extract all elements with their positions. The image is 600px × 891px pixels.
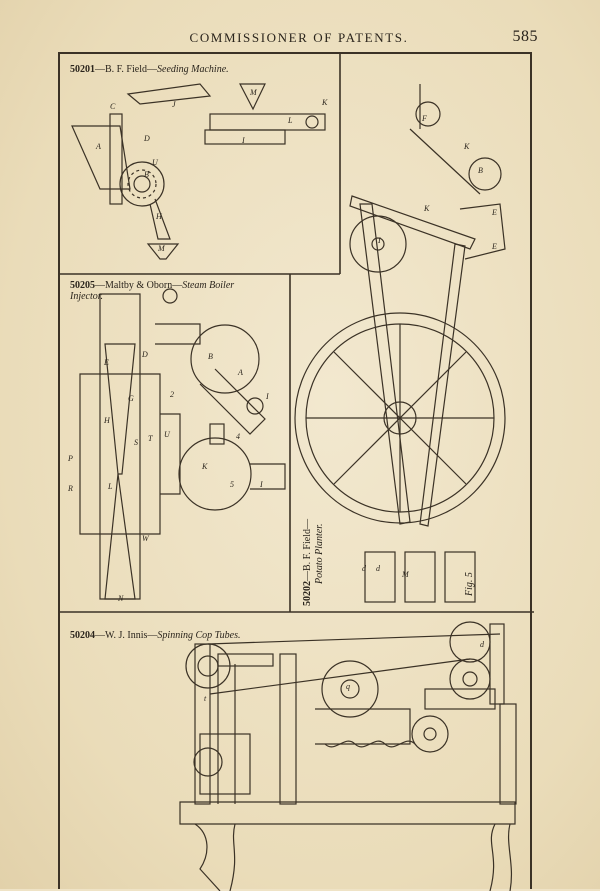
plate-drawings bbox=[60, 54, 534, 891]
steam-injector-drawing bbox=[79, 288, 286, 600]
potato-planter-drawing bbox=[294, 84, 506, 603]
seeding-machine-drawing bbox=[71, 83, 326, 260]
caption-50202: 50202—B. F. Field— bbox=[302, 519, 313, 606]
caption-50205: 50205—Maltby & Oborn—Steam Boiler Inject… bbox=[70, 280, 235, 302]
page-number: 585 bbox=[512, 28, 538, 45]
patent-plate: 50201—B. F. Field—Seeding Machine. 50205… bbox=[58, 52, 534, 891]
caption-50202-title: Potato Planter. bbox=[314, 523, 325, 584]
cop-tubes-drawing bbox=[179, 621, 517, 891]
fig5-label: Fig. 5 bbox=[464, 572, 475, 596]
page-header: COMMISSIONER OF PATENTS. 585 bbox=[60, 28, 538, 48]
caption-50204: 50204—W. J. Innis—Spinning Cop Tubes. bbox=[70, 630, 241, 641]
caption-50201: 50201—B. F. Field—Seeding Machine. bbox=[70, 64, 229, 75]
running-head: COMMISSIONER OF PATENTS. bbox=[189, 30, 409, 45]
